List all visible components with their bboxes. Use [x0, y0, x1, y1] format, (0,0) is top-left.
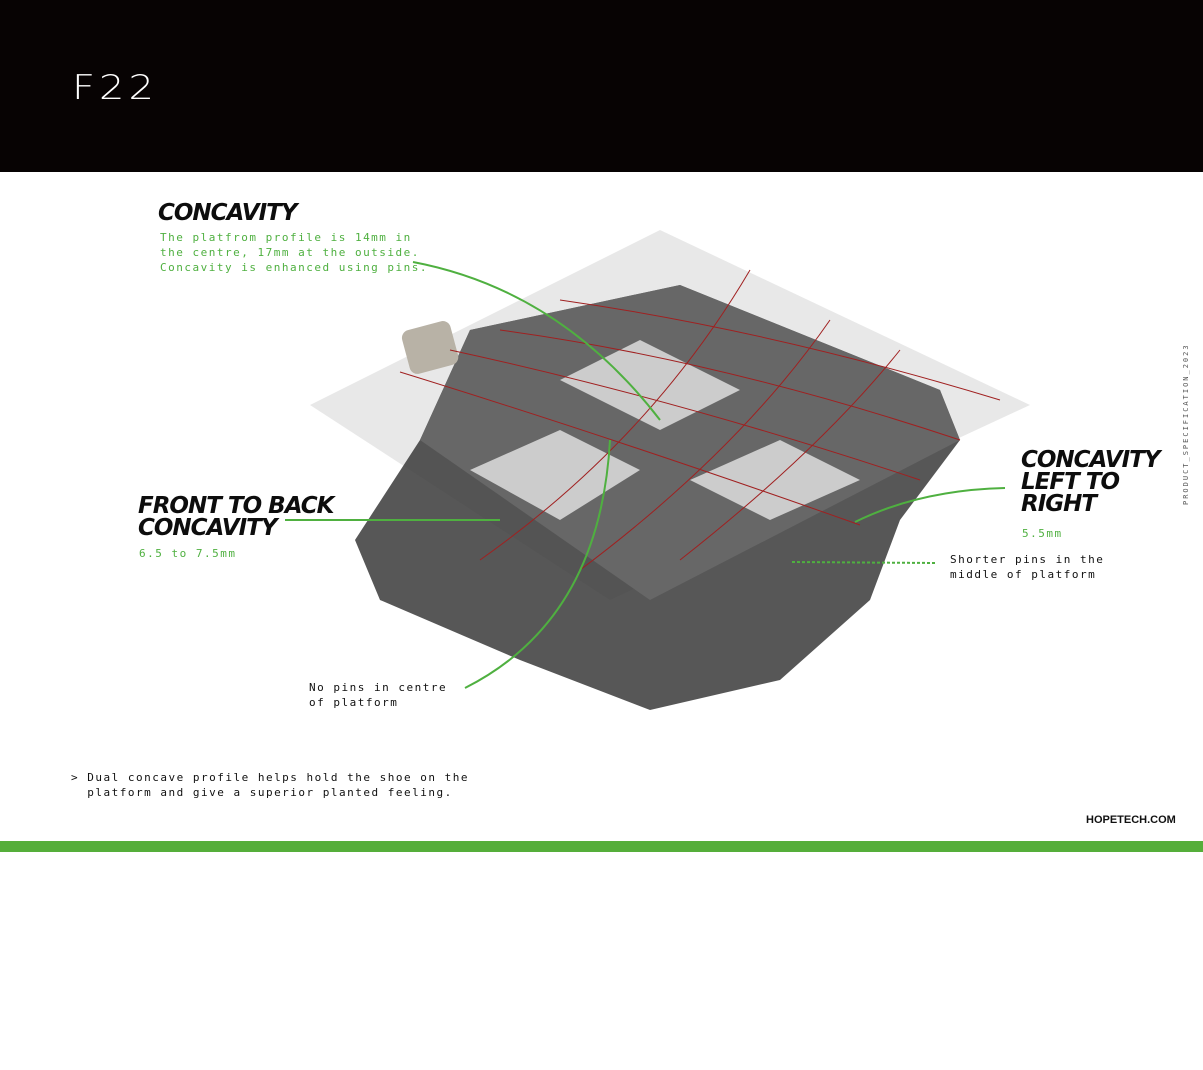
front-back-value: 6.5 to 7.5mm: [139, 547, 237, 560]
window: [560, 340, 740, 430]
header-bar: F22: [0, 0, 1203, 172]
shorter-pins-note: Shorter pins in the middle of platform: [950, 553, 1105, 581]
grid-lines: [399, 269, 1001, 571]
window: [470, 430, 640, 520]
axle: [401, 321, 459, 374]
concavity-title: CONCAVITY: [158, 200, 298, 226]
no-pins-note: No pins in centre of platform: [309, 681, 448, 709]
concavity-text: The platfrom profile is 14mm in the cent…: [160, 231, 429, 274]
left-right-value: 5.5mm: [1022, 527, 1063, 540]
footer-note: > Dual concave profile helps hold the sh…: [71, 771, 470, 799]
logo: F22: [72, 68, 158, 108]
accent-bar: [0, 841, 1203, 852]
left-right-title: CONCAVITY LEFT TO RIGHT: [1021, 447, 1161, 517]
arrows: [285, 261, 1006, 689]
pedal-top: [420, 285, 960, 600]
website-link[interactable]: HOPETECH.COM: [1086, 814, 1176, 826]
side-label: PRODUCT_SPECIFICATION_2023: [1182, 343, 1190, 505]
front-back-title: FRONT TO BACK CONCAVITY: [138, 493, 334, 541]
